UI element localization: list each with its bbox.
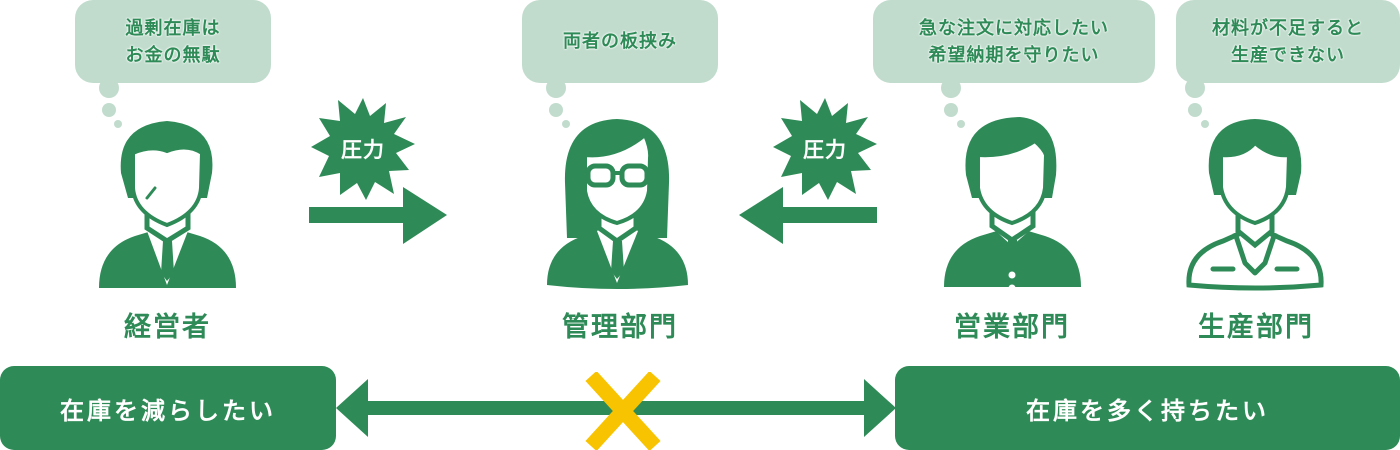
cross-icon <box>585 372 661 450</box>
thought-dot <box>957 120 965 128</box>
thought-bubble-executive: 過剰在庫は お金の無駄 <box>75 0 271 83</box>
thought-dot <box>99 78 119 98</box>
thought-text-line: 過剰在庫は <box>125 17 221 39</box>
thought-bubble-sales: 急な注文に対応したい 希望納期を守りたい <box>873 0 1155 83</box>
pressure-label-left: 圧力 <box>341 138 385 162</box>
starburst-icon <box>311 98 415 200</box>
thought-text-line: お金の無駄 <box>125 44 221 66</box>
arrow-right-icon <box>309 187 447 244</box>
thought-dot <box>549 103 563 117</box>
thought-bubble-management: 両者の板挟み <box>522 0 718 83</box>
thought-dot <box>1201 120 1209 128</box>
pressure-label-right: 圧力 <box>803 138 847 162</box>
thought-dot <box>102 103 116 117</box>
goal-keep-more-inventory: 在庫を多く持ちたい <box>895 366 1400 450</box>
actor-label-executive: 経営者 <box>124 312 211 343</box>
thought-dot <box>941 78 961 98</box>
thought-bubble-production: 材料が不足すると 生産できない <box>1176 0 1400 83</box>
goal-reduce-inventory: 在庫を減らしたい <box>0 366 336 450</box>
thought-dot <box>944 103 958 117</box>
woman-glasses-icon <box>547 119 688 289</box>
salesman-buttons-icon <box>944 117 1081 292</box>
actor-label-management: 管理部門 <box>562 312 678 343</box>
thought-dot <box>114 120 122 128</box>
thought-text-line: 材料が不足すると <box>1212 17 1364 39</box>
actor-label-sales: 営業部門 <box>954 312 1070 343</box>
thought-dot <box>1188 103 1202 117</box>
thought-text-line: 両者の板挟み <box>563 31 677 52</box>
actor-label-production: 生産部門 <box>1198 312 1314 343</box>
thought-text-line: 希望納期を守りたい <box>928 44 1100 66</box>
thought-text-line: 生産できない <box>1231 44 1345 66</box>
arrow-left-icon <box>739 187 877 244</box>
worker-collar-icon <box>1186 119 1324 291</box>
starburst-icon <box>773 98 877 200</box>
thought-dot <box>1185 78 1205 98</box>
thought-dot <box>546 78 566 98</box>
thought-dot <box>562 120 570 128</box>
businessman-tie-icon <box>99 121 236 288</box>
thought-text-line: 急な注文に対応したい <box>919 17 1109 39</box>
